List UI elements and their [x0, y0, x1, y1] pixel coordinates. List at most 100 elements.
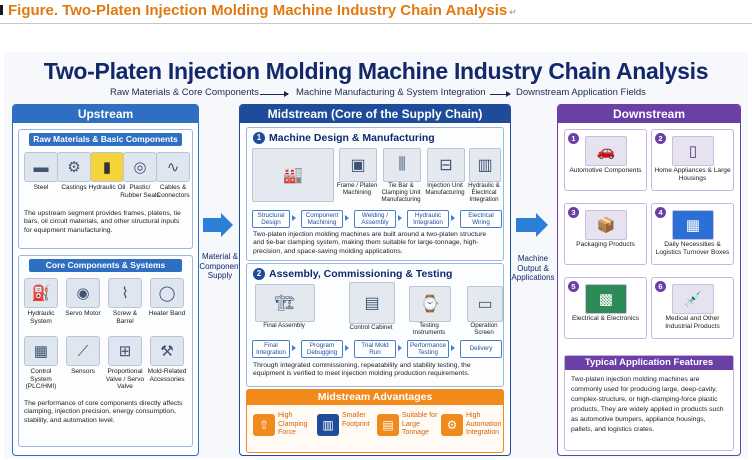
supply-arrow-body [203, 218, 221, 232]
output-arrow-icon [536, 213, 548, 237]
section-number-1: 1 [253, 132, 265, 144]
crate-icon: ▦ [672, 210, 714, 240]
output-label: Machine Output & Applications [511, 254, 555, 282]
flow-step-2: Machine Manufacturing & System Integrati… [296, 87, 486, 98]
application-card-packaging: 3 📦 Packaging Products [564, 203, 647, 265]
application-card-medical: 6 💉 Medical and Other Industrial Product… [651, 277, 734, 339]
process-step-structural-design: Structural Design [252, 210, 290, 228]
caption-text: Figure. Two-Platen Injection Molding Mac… [8, 2, 508, 19]
tie-bar-image: ⫼ [383, 148, 421, 182]
process-step-welding-assembly: Welding / Assembly [354, 210, 396, 228]
design-manufacturing-box: 1 Machine Design & Manufacturing 🏭 ▣ Fra… [246, 127, 504, 261]
upstream-header: Upstream [13, 105, 198, 123]
caption-divider [0, 23, 752, 24]
raw-materials-title: Raw Materials & Basic Components [29, 133, 182, 146]
two-platen-machine-image: 🏭 [252, 148, 334, 202]
downstream-column: Downstream 1 🚗 Automotive Components 2 ▯… [557, 104, 741, 456]
photo-label-tie-bar: Tie Bar & Clamping Unit Manufacturing [381, 182, 421, 203]
steel-beam-icon: ▬ [24, 152, 58, 182]
core-item-screw-barrel: ⌇ Screw & Barrel [105, 278, 145, 325]
photo-label-platen: Frame / Platen Machining [336, 182, 378, 196]
typical-features-text: Two-platen injection molding machines ar… [571, 376, 724, 433]
advantage-clamping-force: ⇧ High Clamping Force [253, 412, 313, 446]
assembly-testing-description: Through integrated commissioning, repeat… [253, 362, 471, 378]
design-manufacturing-description: Two-platen injection molding machines ar… [253, 231, 487, 255]
heater-band-icon: ◯ [150, 278, 184, 308]
core-components-box: Core Components & Systems ⛽ Hydraulic Sy… [18, 255, 193, 447]
final-assembly-image: 🏗 [255, 284, 315, 322]
building-icon: ▥ [317, 414, 339, 436]
valve-icon: ⊞ [108, 336, 142, 366]
step-arrow-icon [398, 215, 402, 221]
car-icon: 🚗 [585, 136, 627, 166]
raw-item-hydraulic-oil: ▮ Hydraulic Oil [87, 152, 127, 192]
process-step-program-debugging: Program Debugging [301, 340, 343, 358]
flow-arrow-icon [260, 91, 289, 97]
servo-motor-icon: ◉ [66, 278, 100, 308]
process-step-final-integration: Final Integration [252, 340, 290, 358]
robot-arm-icon: ⚙ [441, 414, 463, 436]
advantage-automation-integration: ⚙ High Automation Integration [441, 412, 505, 446]
application-card-electronics: 5 ▩ Electrical & Electronics [564, 277, 647, 339]
step-arrow-icon [292, 345, 296, 351]
operation-screen-image: ▭ [467, 286, 503, 322]
process-step-trial-mold-run: Trial Mold Run [354, 340, 396, 358]
typical-features-title: Typical Application Features [565, 356, 733, 370]
downstream-header: Downstream [558, 105, 740, 123]
application-card-logistics: 4 ▦ Daily Necessities & Logistics Turnov… [651, 203, 734, 265]
application-card-home-appliances: 2 ▯ Home Appliances & Large Housings [651, 129, 734, 191]
core-item-mold-accessories: ⚒ Mold-Related Accessories [147, 336, 187, 383]
screw-barrel-icon: ⌇ [108, 278, 142, 308]
photo-label-electrical: Hydraulic & Electrical Integration [468, 182, 500, 203]
sensor-icon: ⟋ [66, 336, 100, 366]
flow-step-1: Raw Materials & Core Components [110, 87, 259, 98]
core-item-servo-motor: ◉ Servo Motor [63, 278, 103, 318]
step-arrow-icon [345, 345, 349, 351]
hydraulic-pump-icon: ⛽ [24, 278, 58, 308]
control-panel-icon: ▦ [24, 336, 58, 366]
assembly-testing-box: 2 Assembly, Commissioning & Testing 🏗 Fi… [246, 263, 504, 387]
process-step-component-machining: Component Machining [301, 210, 343, 228]
testing-instruments-image: ⌚ [409, 286, 451, 322]
platen-machining-image: ▣ [339, 148, 377, 182]
appliance-icon: ▯ [672, 136, 714, 166]
raw-item-steel: ▬ Steel [21, 152, 61, 192]
advantage-large-tonnage: ▤ Suitable for Large Tonnage [377, 412, 439, 446]
bottle-box-icon: 📦 [585, 210, 627, 240]
flow-line: Raw Materials & Core Components Machine … [110, 87, 670, 101]
raw-item-seals: ◎ Plastic/ Rubber Seals [120, 152, 160, 199]
application-card-automotive: 1 🚗 Automotive Components [564, 129, 647, 191]
flow-arrow-icon [490, 91, 511, 97]
typical-features-box: Typical Application Features Two-platen … [564, 355, 734, 451]
raw-materials-description: The upstream segment provides frames, pl… [24, 210, 181, 234]
seal-ring-icon: ◎ [123, 152, 157, 182]
design-manufacturing-title: Machine Design & Manufacturing [269, 132, 435, 144]
core-item-valve: ⊞ Proportional Valve / Servo Valve [105, 336, 145, 391]
cable-icon: ∿ [156, 152, 190, 182]
midstream-column: Midstream (Core of the Supply Chain) 1 M… [239, 104, 511, 456]
advantage-smaller-footprint: ▥ Smaller Footprint [317, 412, 377, 446]
photo-label-control-cabinet: Control Cabinet [349, 324, 393, 331]
photo-label-operation-screen: Operation Screen [470, 322, 498, 336]
step-arrow-icon [451, 215, 455, 221]
flow-step-3: Downstream Application Fields [516, 87, 646, 98]
paragraph-mark-icon: ↵ [509, 7, 517, 17]
injection-unit-image: ⊟ [427, 148, 465, 182]
control-cabinet-image: ▤ [349, 282, 395, 324]
oil-barrel-icon: ▮ [90, 152, 124, 182]
photo-label-testing-instruments: Testing Instruments [412, 322, 446, 336]
midstream-advantages-box: Midstream Advantages ⇧ High Clamping For… [246, 389, 504, 453]
core-components-title: Core Components & Systems [29, 259, 182, 272]
supply-label: Material & Component Supply [199, 252, 241, 280]
document-icon: ▤ [377, 414, 399, 436]
core-item-sensors: ⟋ Sensors [63, 336, 103, 376]
caption-marker [0, 5, 3, 15]
upstream-column: Upstream Raw Materials & Basic Component… [12, 104, 199, 456]
casting-icon: ⚙ [57, 152, 91, 182]
output-arrow-body [516, 218, 536, 232]
step-arrow-icon [451, 345, 455, 351]
core-item-hydraulic-system: ⛽ Hydraulic System [21, 278, 61, 325]
process-step-electrical-wiring: Electrical Wiring [460, 210, 502, 228]
photo-label-injection-unit: Injection Unit Manufacturing [425, 182, 465, 196]
assembly-testing-title: Assembly, Commissioning & Testing [269, 268, 453, 280]
